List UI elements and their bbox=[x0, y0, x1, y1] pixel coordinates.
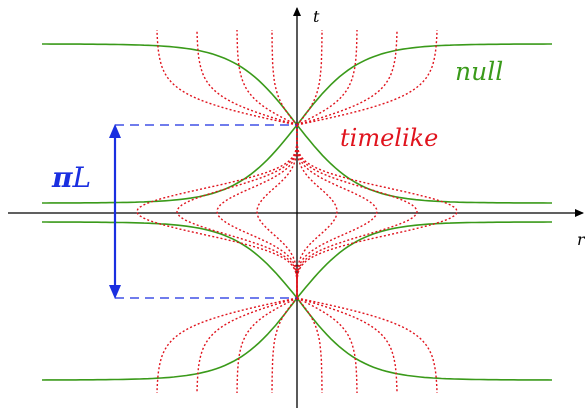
interval-arrow-head-top bbox=[109, 124, 121, 138]
timelike-lower-left-3 bbox=[156, 297, 298, 394]
pi-symbol: π bbox=[51, 161, 73, 194]
null-geodesics bbox=[41, 43, 553, 381]
timelike-upper-left-0 bbox=[271, 30, 298, 126]
timelike-geodesics bbox=[136, 29, 458, 394]
null-geodesic-left-1 bbox=[42, 124, 298, 204]
timelike-lower-left-2 bbox=[196, 297, 298, 393]
timelike-lower-left-1 bbox=[236, 297, 298, 393]
r-axis-label: r bbox=[577, 230, 585, 249]
null-geodesic-left-3 bbox=[41, 297, 298, 381]
timelike-lower-right-2 bbox=[296, 297, 398, 393]
null-geodesic-left-2 bbox=[42, 221, 298, 299]
timelike-upper-right-1 bbox=[296, 30, 358, 126]
null-geodesic-left-0 bbox=[42, 43, 298, 126]
timelike-upper-left-2 bbox=[196, 30, 298, 126]
timelike-lower-right-1 bbox=[296, 297, 358, 393]
timelike-mid-left-0 bbox=[256, 125, 298, 298]
interval-arrow-head-bottom bbox=[109, 285, 121, 299]
timelike-mid-right-2 bbox=[296, 125, 418, 298]
timelike-upper-right-0 bbox=[296, 30, 323, 126]
null-geodesic-right-1 bbox=[296, 124, 552, 204]
timelike-mid-left-1 bbox=[216, 125, 298, 298]
timelike-lower-left-0 bbox=[271, 297, 298, 393]
timelike-mid-left-2 bbox=[176, 125, 298, 298]
interval-label: πL bbox=[51, 161, 91, 194]
timelike-upper-left-3 bbox=[156, 29, 298, 126]
timelike-upper-left-1 bbox=[236, 30, 298, 126]
null-geodesic-right-3 bbox=[296, 297, 553, 381]
timelike-upper-right-3 bbox=[296, 29, 438, 126]
timelike-label: timelike bbox=[340, 124, 438, 152]
timelike-lower-right-3 bbox=[296, 297, 438, 394]
null-geodesic-right-0 bbox=[296, 43, 552, 126]
timelike-upper-right-2 bbox=[296, 30, 398, 126]
null-label: null bbox=[455, 57, 503, 86]
null-geodesic-right-2 bbox=[296, 221, 552, 299]
timelike-mid-left-3 bbox=[136, 125, 298, 298]
timelike-lower-right-0 bbox=[296, 297, 323, 393]
timelike-mid-right-0 bbox=[296, 125, 338, 298]
length-symbol: L bbox=[72, 161, 92, 194]
t-axis-label: t bbox=[313, 7, 320, 26]
